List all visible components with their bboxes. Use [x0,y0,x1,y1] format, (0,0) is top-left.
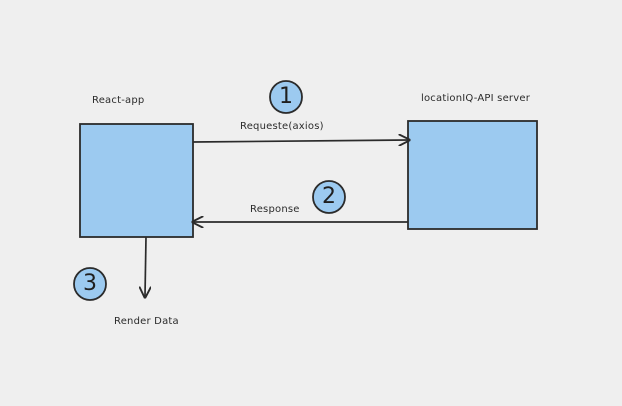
render-data-label: Render Data [114,316,179,327]
locationiq-server-label: locationIQ-API server [421,93,531,104]
locationiq-server-box [407,120,538,230]
react-app-box [79,123,194,238]
step-2-badge [312,180,346,214]
react-app-label: React-app [92,95,145,106]
step-3-badge [73,267,107,301]
request-arrow [192,140,408,142]
request-label: Requeste(axios) [240,121,324,132]
response-label: Response [250,204,300,215]
render-arrow [145,236,146,296]
step-1-badge [269,80,303,114]
